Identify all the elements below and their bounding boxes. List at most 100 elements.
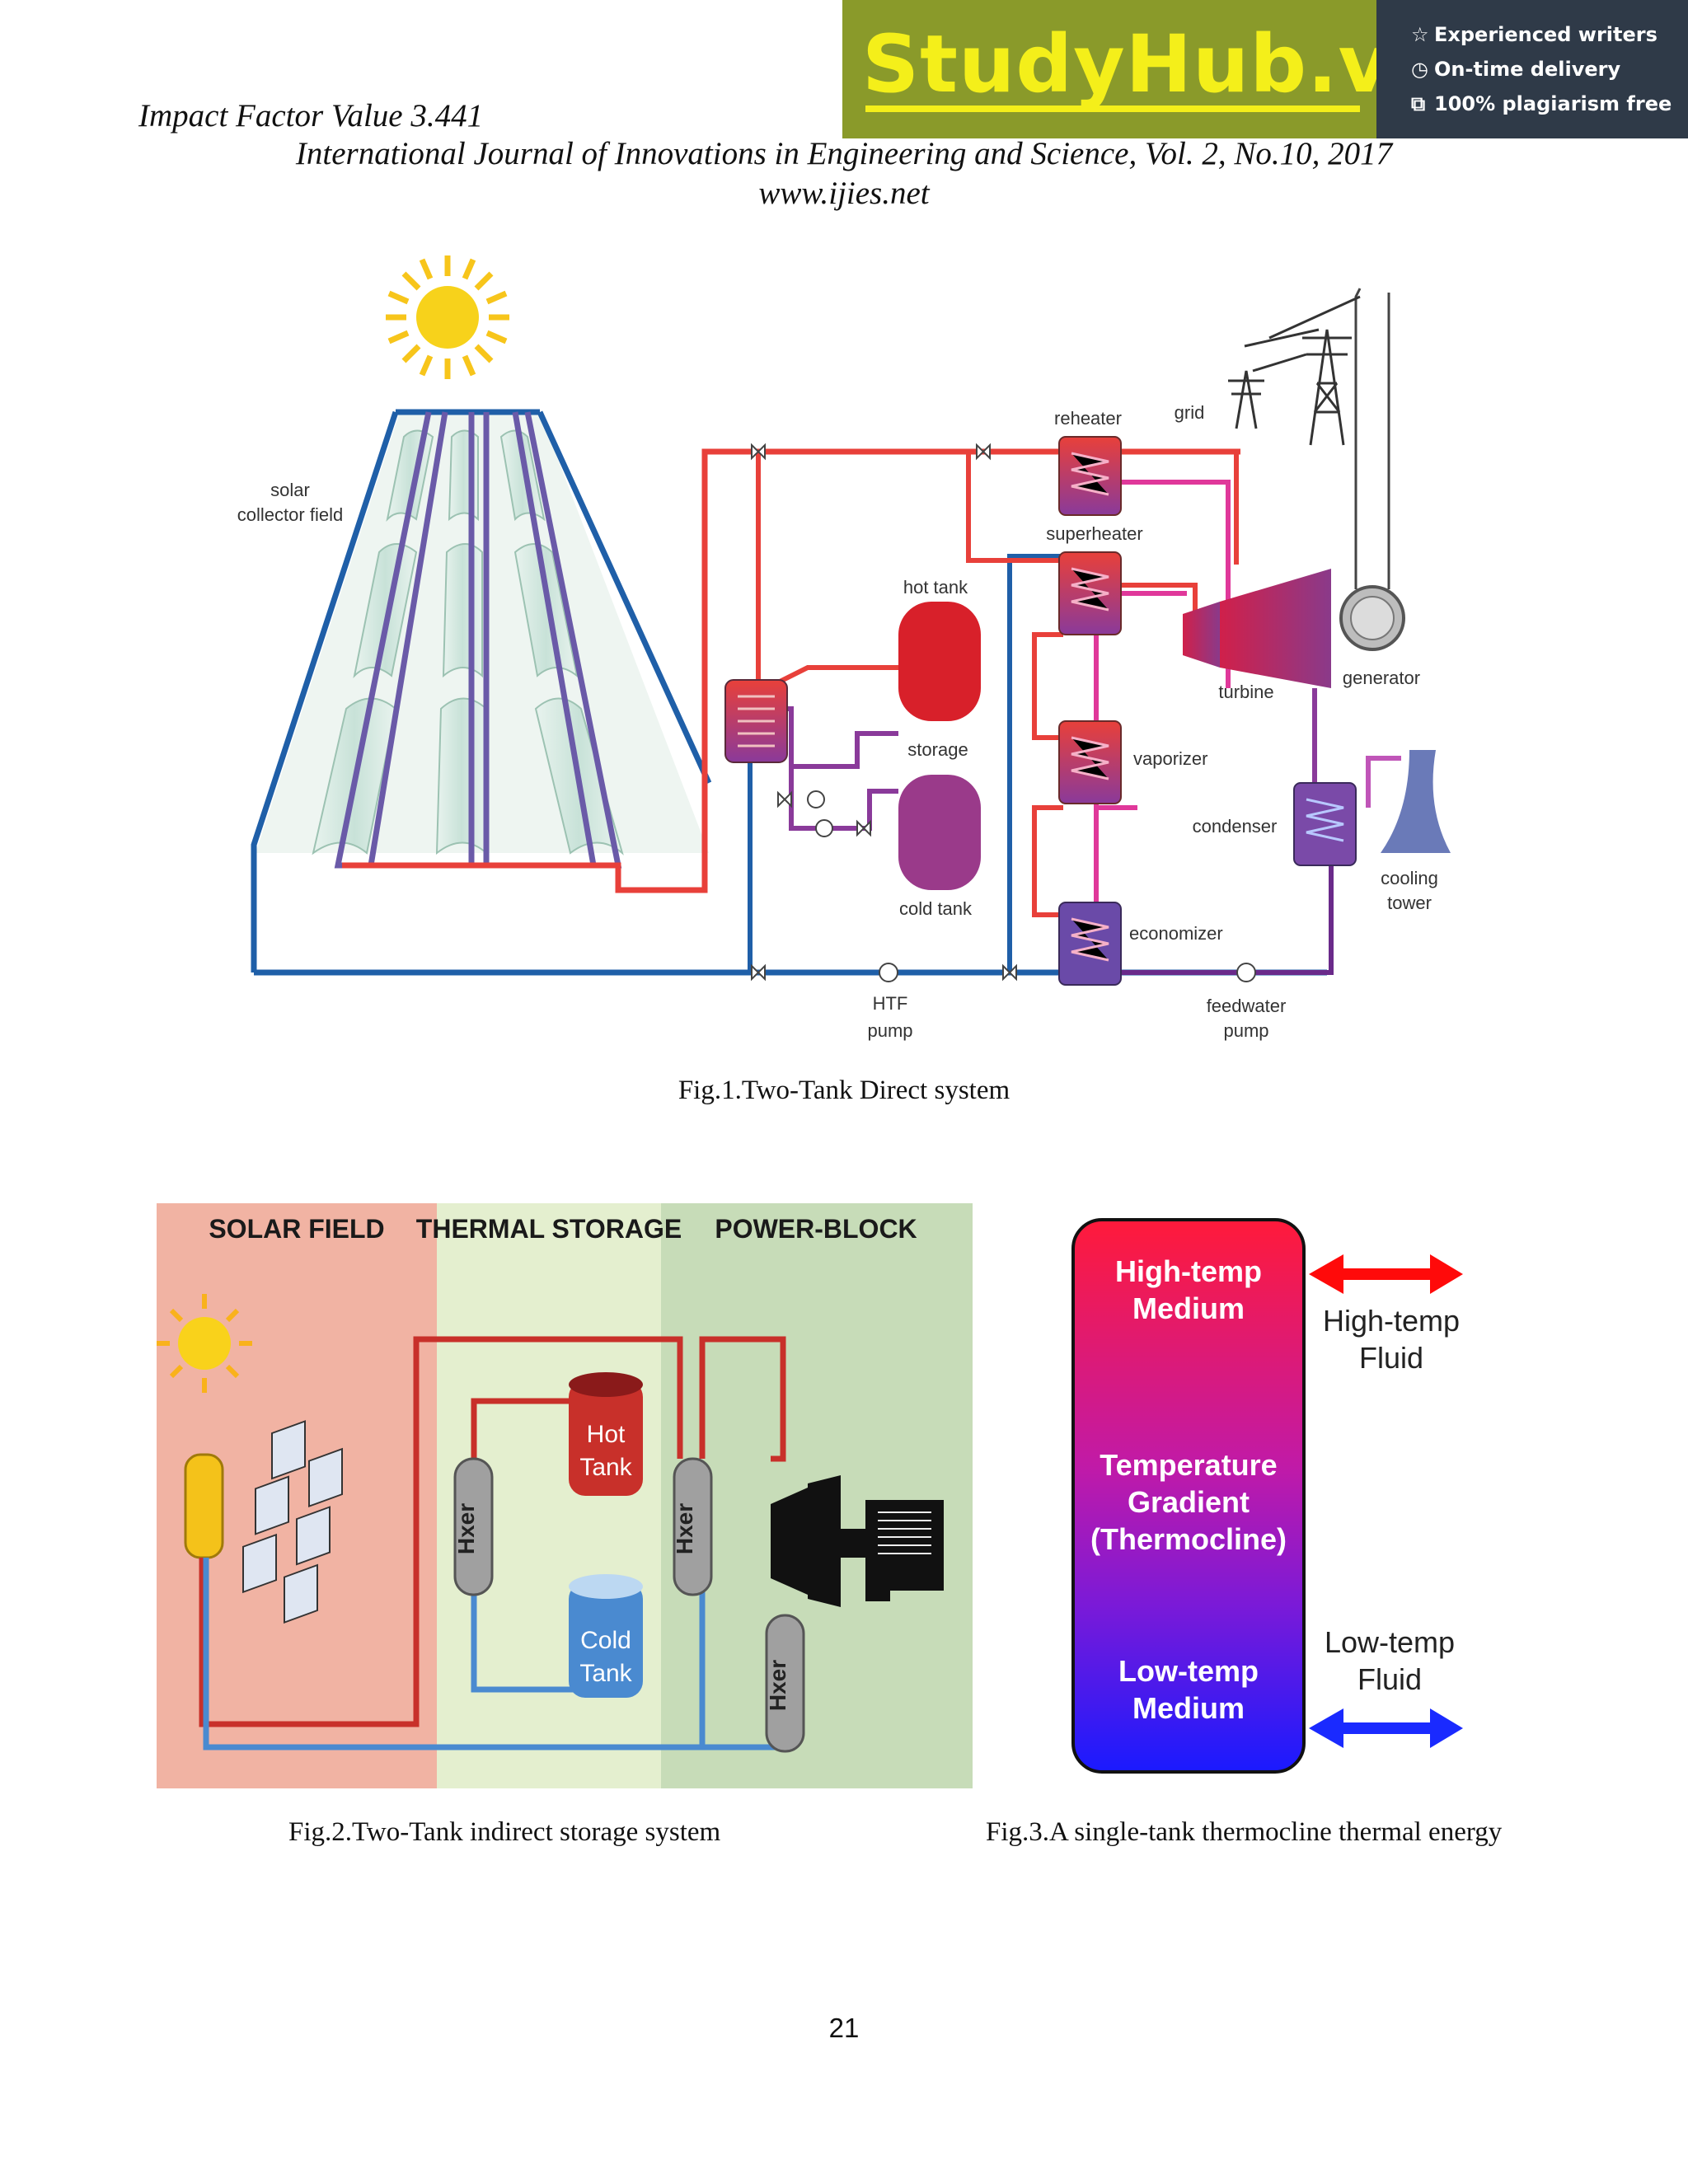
hot-tank-label-1: Hot xyxy=(587,1421,626,1448)
collector-pipe-outer-right xyxy=(537,410,712,785)
label-cold-tank: cold tank xyxy=(899,898,973,919)
label-high-temp-medium-1: High-temp xyxy=(1115,1254,1262,1288)
label-cooling: cooling xyxy=(1381,868,1438,888)
hxer-label-3: Hxer xyxy=(765,1660,790,1711)
fig3-caption: Fig.3.A single-tank thermocline thermal … xyxy=(986,1817,1503,1847)
low-temp-arrow-icon xyxy=(1309,1708,1463,1748)
pump-icons xyxy=(807,790,1256,982)
hot-tank xyxy=(898,602,981,721)
label-gradient-3: (Thermocline) xyxy=(1090,1522,1287,1556)
label-tower: tower xyxy=(1387,893,1432,913)
feedwater-line xyxy=(1104,849,1334,975)
label-htf-pump: pump xyxy=(867,1020,912,1041)
hot-collector-return xyxy=(342,448,1240,893)
hx-chain-red xyxy=(1032,632,1063,917)
fig1-two-tank-direct-diagram: solar collector field reheater grid supe… xyxy=(237,255,1451,1041)
fig2-caption: Fig.2.Two-Tank indirect storage system xyxy=(288,1817,721,1847)
banner-feature-plagiarism: ⧉100% plagiarism free xyxy=(1411,92,1672,115)
hxer-label-1: Hxer xyxy=(453,1503,479,1554)
hot-tank: Hot Tank xyxy=(569,1372,643,1496)
label-gradient-2: Gradient xyxy=(1128,1485,1250,1519)
zone-label-thermal-storage: THERMAL STORAGE xyxy=(416,1214,682,1244)
journal-website[interactable]: www.ijies.net xyxy=(758,176,930,211)
journal-title: International Journal of Innovations in … xyxy=(295,136,1393,171)
label-feedwater: feedwater xyxy=(1207,996,1287,1016)
heat-exchanger-1: Hxer xyxy=(453,1457,494,1596)
copy-icon: ⧉ xyxy=(1411,92,1426,115)
label-feedwater-pump: pump xyxy=(1223,1020,1268,1041)
hot-loop-solar xyxy=(199,1336,683,1727)
label-grid: grid xyxy=(1175,402,1205,423)
cooling-loop xyxy=(1366,756,1401,808)
label-high-temp-fluid-2: Fluid xyxy=(1359,1341,1423,1375)
hxer-label-2: Hxer xyxy=(672,1503,697,1554)
turbine-lp xyxy=(1220,569,1331,688)
storage-hot-loop xyxy=(773,665,898,687)
power-hot-loop xyxy=(699,1336,786,1462)
label-gradient-1: Temperature xyxy=(1100,1448,1277,1482)
thermocline-tank xyxy=(1071,1218,1306,1774)
turbine[interactable] xyxy=(1183,602,1220,668)
zone-label-solar-field: SOLAR FIELD xyxy=(209,1214,384,1244)
valve-icons xyxy=(751,443,1017,982)
banner-underline xyxy=(865,105,1360,112)
label-turbine: turbine xyxy=(1218,682,1273,702)
label-htf: HTF xyxy=(873,993,908,1014)
collector-pipe-outer-left xyxy=(251,410,399,972)
condenser xyxy=(1293,782,1357,866)
fig1-caption: Fig.1.Two-Tank Direct system xyxy=(678,1076,1010,1105)
heat-exchanger-3: Hxer xyxy=(765,1614,805,1753)
label-low-temp-medium-2: Medium xyxy=(1132,1691,1245,1725)
star-icon: ☆ xyxy=(1411,23,1429,46)
label-hot-tank: hot tank xyxy=(903,577,968,598)
label-vaporizer: vaporizer xyxy=(1133,748,1207,769)
label-high-temp-medium-2: Medium xyxy=(1132,1291,1245,1325)
turbine-generator-icon xyxy=(771,1475,944,1607)
label-generator: generator xyxy=(1343,668,1420,688)
banner-feature-delivery: ◷On-time delivery xyxy=(1411,58,1621,81)
zone-label-power-block: POWER-BLOCK xyxy=(715,1214,917,1244)
fig2-two-tank-indirect-diagram: SOLAR FIELD THERMAL STORAGE POWER-BLOCK xyxy=(157,1203,973,1788)
hot-storage-loop xyxy=(471,1398,577,1475)
cooling-tower xyxy=(1381,750,1451,853)
storage-cold-loop-2 xyxy=(791,731,898,769)
heliostat-array-icon xyxy=(242,1420,343,1624)
superheater xyxy=(1058,551,1122,635)
label-collector-field: collector field xyxy=(237,504,343,525)
generator xyxy=(1339,585,1405,651)
high-temp-arrow-icon xyxy=(1309,1254,1463,1294)
cold-tank xyxy=(898,775,981,890)
label-superheater: superheater xyxy=(1046,523,1142,544)
banner-brand: StudyHub.vip xyxy=(862,18,1476,110)
impact-factor: Impact Factor Value 3.441 xyxy=(138,98,484,134)
label-low-temp-fluid-2: Fluid xyxy=(1357,1662,1422,1696)
label-condenser: condenser xyxy=(1193,816,1278,837)
cold-tank-label-2: Tank xyxy=(579,1660,632,1687)
label-high-temp-fluid-1: High-temp xyxy=(1323,1304,1460,1338)
sun-icon xyxy=(386,255,509,379)
cold-tank-label-1: Cold xyxy=(580,1627,631,1654)
fig3-thermocline-diagram: High-temp Medium Temperature Gradient (T… xyxy=(1071,1218,1463,1774)
label-reheater: reheater xyxy=(1054,408,1122,429)
banner-feature-panel xyxy=(1376,0,1688,138)
reheater xyxy=(1058,436,1122,516)
heat-exchanger-2: Hxer xyxy=(672,1457,713,1596)
solar-receiver xyxy=(184,1453,224,1559)
banner-feature-writers: ☆Experienced writers xyxy=(1411,23,1658,46)
hot-tank-label-2: Tank xyxy=(579,1454,632,1481)
label-low-temp-medium-1: Low-temp xyxy=(1118,1654,1259,1688)
clock-icon: ◷ xyxy=(1411,58,1428,81)
label-solar: solar xyxy=(270,480,310,500)
label-low-temp-fluid-1: Low-temp xyxy=(1325,1625,1455,1659)
steam-line xyxy=(1094,480,1231,981)
label-storage: storage xyxy=(907,739,968,760)
economizer xyxy=(1058,902,1122,986)
sun-icon xyxy=(157,1294,252,1393)
page-number: 21 xyxy=(828,2013,860,2043)
vaporizer xyxy=(1058,720,1122,804)
cold-tank: Cold Tank xyxy=(569,1574,643,1698)
grid-pylon-icon xyxy=(1228,295,1361,446)
studyhub-banner[interactable]: StudyHub.vip ☆Experienced writers ◷On-ti… xyxy=(842,0,1688,138)
label-economizer: economizer xyxy=(1129,923,1223,944)
generator-power-line xyxy=(1354,288,1390,589)
